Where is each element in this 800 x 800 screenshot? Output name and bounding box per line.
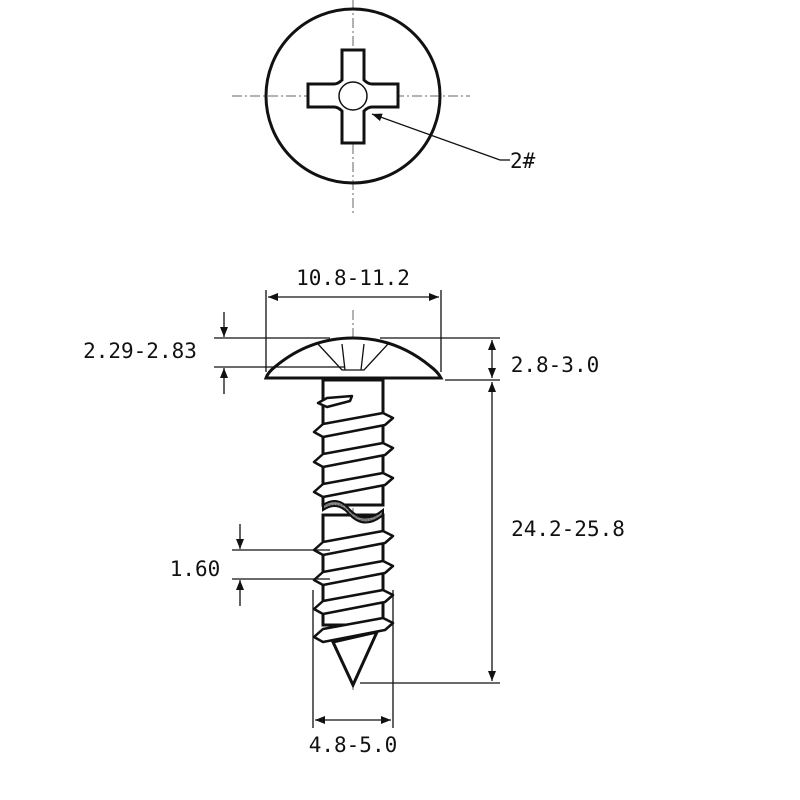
drive-size-label: 2# bbox=[510, 149, 536, 173]
truss-head bbox=[263, 336, 444, 380]
head-diameter-label: 10.8-11.2 bbox=[296, 266, 410, 290]
dimensions: 10.8-11.2 2.29-2.83 2.8-3.0 24.2-25.8 1.… bbox=[83, 266, 625, 757]
drive-leader-line bbox=[371, 113, 501, 161]
recess-line bbox=[341, 343, 346, 371]
top-view: 2# bbox=[232, 0, 536, 215]
recess-center bbox=[338, 81, 368, 111]
phillips-cross-icon bbox=[306, 48, 400, 145]
head-outline-circle bbox=[264, 7, 442, 185]
length-label: 24.2-25.8 bbox=[511, 517, 625, 541]
recess-line bbox=[360, 343, 365, 371]
side-view bbox=[263, 310, 444, 690]
screw-tip bbox=[330, 629, 380, 689]
thread-pitch-label: 1.60 bbox=[170, 557, 221, 581]
break-section bbox=[322, 500, 384, 524]
recess-profile bbox=[317, 343, 389, 371]
thread-diameter-label: 4.8-5.0 bbox=[309, 733, 398, 757]
threads bbox=[312, 394, 395, 644]
head-height-label: 2.8-3.0 bbox=[511, 353, 600, 377]
recess-depth-label: 2.29-2.83 bbox=[83, 339, 197, 363]
